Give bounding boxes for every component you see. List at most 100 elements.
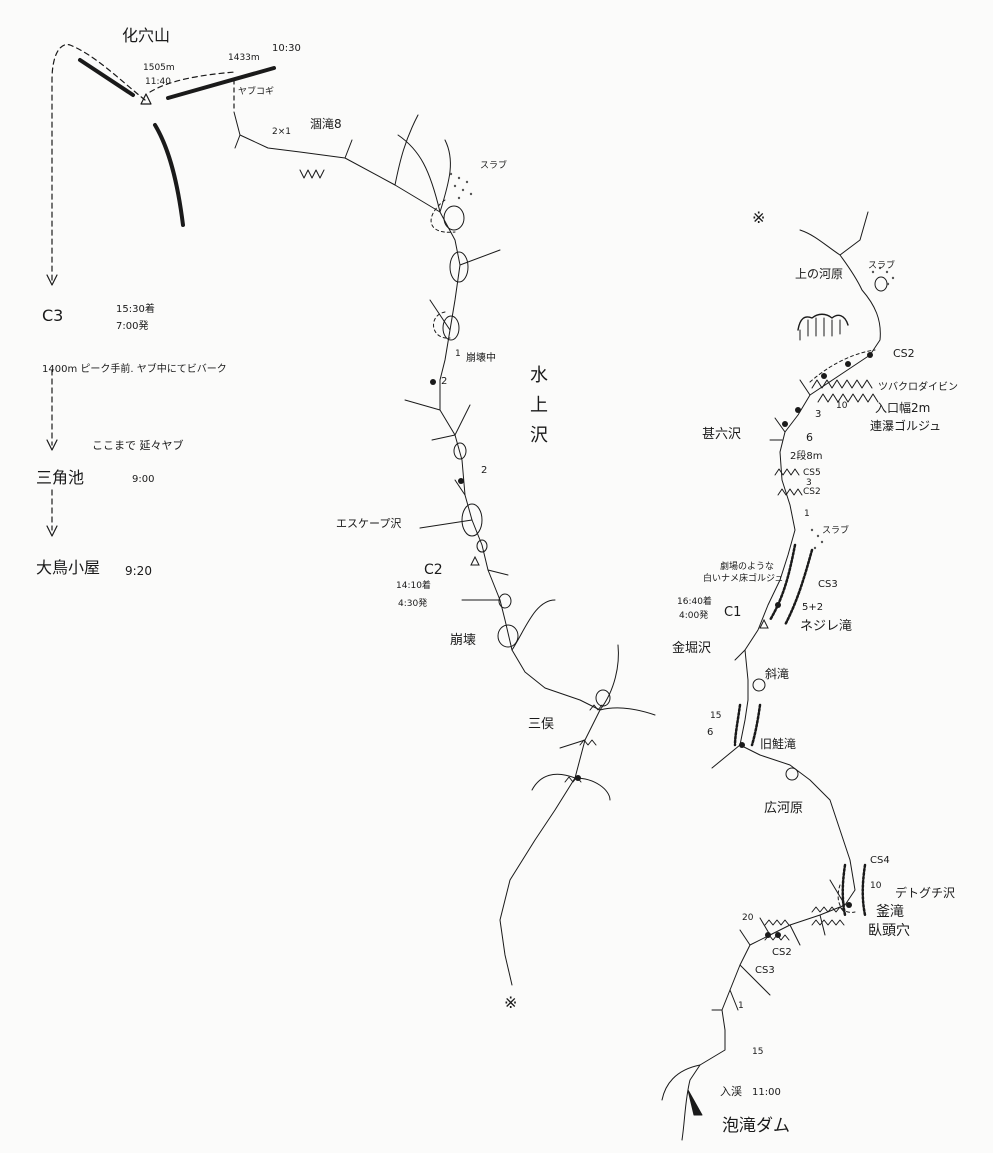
gorge-mark <box>811 906 845 913</box>
route-dashed <box>149 71 236 93</box>
summit-triangle <box>140 93 152 105</box>
ridge-line <box>166 66 276 100</box>
waterfall-height: 1 <box>738 1001 744 1011</box>
escape-stream: エスケープ沢 <box>336 517 402 530</box>
gorge-mark <box>579 739 597 746</box>
waterfall-dot <box>867 352 873 358</box>
tributary <box>711 744 741 769</box>
pool <box>595 689 611 707</box>
entry-time: 11:00 <box>752 1087 781 1098</box>
waterfall-height: 6 <box>806 431 813 444</box>
slab-label: スラブ <box>868 261 896 271</box>
route-dashed <box>837 884 856 913</box>
c2-arrive: 14:10着 <box>396 581 431 591</box>
yabu-note: ここまで 延々ヤブ <box>92 439 184 452</box>
waterfall-height: 2 <box>441 376 448 387</box>
tributary <box>439 139 451 213</box>
kanahori-stream: 金堀沢 <box>672 641 712 656</box>
stream-name: 水上沢 <box>527 365 548 455</box>
ridge-time: 10:30 <box>272 43 301 54</box>
cs4-label: CS4 <box>870 855 890 866</box>
gorge-mark <box>817 393 879 403</box>
ridge-line <box>153 123 185 227</box>
tributary <box>729 989 739 1011</box>
slab-dot <box>813 546 817 550</box>
ridge-elevation: 1433m <box>228 53 260 63</box>
waterfall-dot <box>845 361 851 367</box>
gorge-mark <box>811 379 873 389</box>
gorge-mark <box>750 703 762 747</box>
cliff-mark <box>797 313 849 331</box>
pool <box>785 767 799 781</box>
gorge-mark <box>841 863 847 917</box>
camp-c1: C1 <box>724 605 742 620</box>
cs2-label: CS2 <box>893 347 915 360</box>
slab-dot <box>449 172 453 176</box>
waterfall-dot <box>821 373 827 379</box>
pool <box>461 503 483 537</box>
route-dashed <box>51 44 146 281</box>
gorge-mark <box>811 919 845 926</box>
gorge-mark <box>768 543 797 622</box>
tributary <box>799 229 841 256</box>
waterfall-dot <box>782 421 788 427</box>
dam-wall <box>687 1089 703 1116</box>
gorge-mark <box>777 488 803 496</box>
c1-arrive: 16:40着 <box>677 597 712 607</box>
slab-dot <box>469 192 473 196</box>
gorge-mark <box>764 919 790 926</box>
waterfall-8: 涸滝8 <box>310 117 342 131</box>
waterfall-height: 20 <box>742 913 754 923</box>
slab-dot <box>816 534 820 538</box>
stream-line <box>681 211 881 1141</box>
waterfall-height: 6 <box>707 727 714 738</box>
waterfall-height: 10 <box>836 401 848 411</box>
yabu-label: ヤブコギ <box>238 87 275 97</box>
waterfall-height: 15 <box>710 711 722 721</box>
tributary <box>599 644 619 711</box>
waterfall-height: 1 <box>455 349 461 359</box>
hut-name: 大鳥小屋 <box>36 558 101 577</box>
slab-label: スラブ <box>480 161 508 171</box>
waterfall-height: 2 <box>481 465 488 476</box>
tributary <box>739 964 771 996</box>
fall-2-tier: 2段8m <box>790 451 823 462</box>
tributary <box>599 707 656 716</box>
gorge-mark <box>774 468 800 476</box>
cs5-label: CS5 <box>803 468 821 478</box>
tributary <box>734 649 746 661</box>
waterfall-height: 1 <box>804 509 810 519</box>
naname-falls: 斜滝 <box>765 667 790 681</box>
gorge-mark <box>589 704 603 711</box>
pond-name: 三角池 <box>36 468 85 487</box>
camp-c2: C2 <box>424 562 443 578</box>
pool <box>497 624 519 648</box>
waterfall-dot <box>765 932 771 938</box>
ridge-line <box>78 58 135 97</box>
theatre-gorge-line1: 劇場のような <box>720 562 775 572</box>
cs3-label: CS3 <box>818 579 838 590</box>
tributary <box>487 569 509 576</box>
slab-dot <box>461 188 465 192</box>
tributary <box>429 299 451 331</box>
gorge-mark <box>733 703 742 747</box>
entrance-width: 入口幅2m <box>875 401 931 415</box>
waterfall-dot <box>846 902 852 908</box>
tributary <box>774 417 786 433</box>
pond-time: 9:00 <box>132 474 155 485</box>
tributary <box>234 134 241 149</box>
slab-dot <box>457 176 461 180</box>
hiro-kawara-label: 広河原 <box>764 801 804 816</box>
cs2-label: CS2 <box>803 487 821 497</box>
arrow-head <box>46 274 58 286</box>
hut-time: 9:20 <box>125 564 152 578</box>
tributary <box>819 914 826 936</box>
slab-dot <box>457 196 461 200</box>
peak-elevation: 1505m <box>143 63 175 73</box>
tsubakuro-label: ツバクロダイビン <box>878 382 958 393</box>
fall-5-2: 5+2 <box>802 602 824 613</box>
c1-depart: 4:00発 <box>679 611 709 621</box>
waterfall-height: 15 <box>752 1047 764 1057</box>
